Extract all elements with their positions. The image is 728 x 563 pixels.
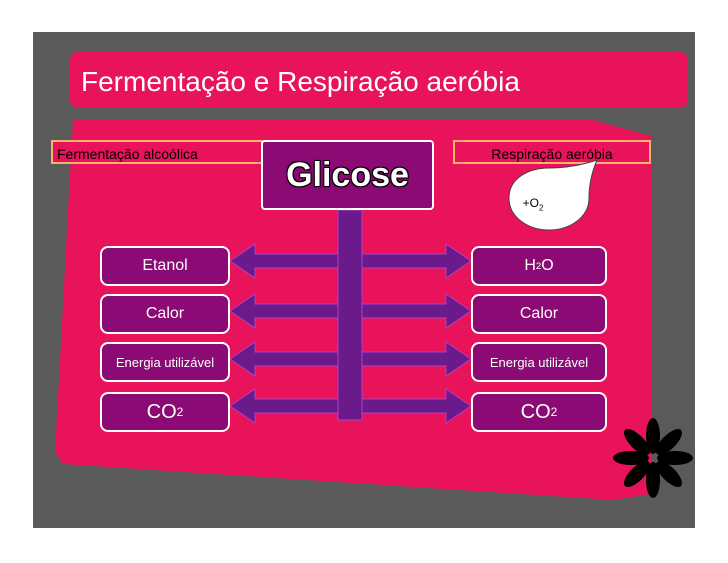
arrow-right-3 — [361, 341, 472, 377]
arrow-right-2 — [361, 293, 472, 329]
speech-bubble-icon — [508, 160, 598, 231]
left-item-calor: Calor — [100, 294, 230, 334]
arrow-left-2 — [229, 293, 339, 329]
title-bar — [70, 52, 688, 108]
arrow-right-4 — [361, 388, 472, 424]
arrow-left-1 — [229, 243, 339, 279]
slide: Fermentação e Respiração aeróbia Ferment… — [33, 32, 695, 528]
page-title: Fermentação e Respiração aeróbia — [81, 66, 520, 97]
asterisk-icon — [613, 418, 693, 498]
arrows-layer — [229, 209, 472, 424]
right-item-energia: Energia utilizável — [471, 342, 607, 382]
bubble-text: +O2 — [522, 196, 544, 213]
right-label: Respiração aeróbia — [453, 140, 651, 164]
left-item-etanol: Etanol — [100, 246, 230, 286]
right-item-calor: Calor — [471, 294, 607, 334]
arrow-left-4 — [229, 388, 339, 424]
left-item-energia: Energia utilizável — [100, 342, 230, 382]
arrow-right-1 — [361, 243, 472, 279]
glicose-box: Glicose — [261, 140, 434, 210]
arrow-left-3 — [229, 341, 339, 377]
glicose-label: Glicose — [286, 155, 409, 194]
